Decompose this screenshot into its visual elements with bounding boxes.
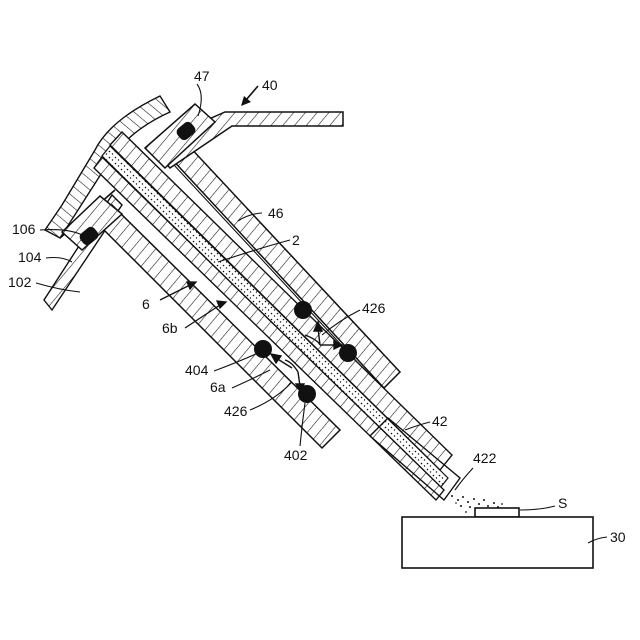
label-2: 2 [292,232,300,248]
label-422: 422 [473,450,497,466]
label-426-upper: 426 [362,300,386,316]
label-s: S [558,495,567,511]
label-402: 402 [284,447,308,463]
label-40: 40 [262,77,278,93]
seal-426-right [339,344,357,362]
label-42: 42 [432,413,448,429]
seal-404 [254,340,272,358]
substrate-s [475,508,519,517]
label-404: 404 [185,362,209,378]
label-6: 6 [142,296,150,312]
flange-40 [145,104,343,168]
label-47: 47 [194,68,210,84]
label-426-lower: 426 [224,403,248,419]
label-106: 106 [12,221,36,237]
seal-426-upper [294,301,312,319]
label-104: 104 [18,249,42,265]
label-102: 102 [8,274,32,290]
label-6a: 6a [210,379,226,395]
nozzle-tube-42 [94,132,460,500]
label-6b: 6b [162,320,178,336]
stage-30 [402,517,593,568]
label-30: 30 [610,529,626,545]
arrow-40 [241,86,258,106]
label-46: 46 [268,205,284,221]
